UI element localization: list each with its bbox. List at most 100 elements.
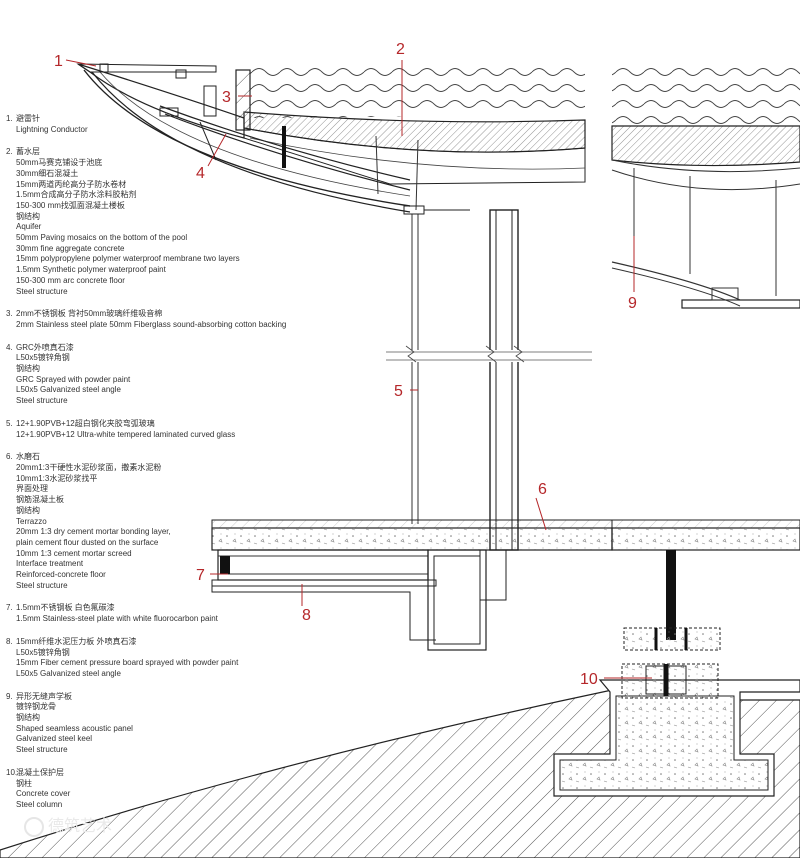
callout-3: 3 <box>222 89 231 106</box>
glass-curtain-wall <box>380 205 600 551</box>
callout-1: 1 <box>54 53 63 70</box>
legend-item-number: 6. <box>6 452 13 462</box>
legend-line: 15mm纤维水泥压力板 外喷真石漆 <box>16 636 137 646</box>
legend-item-number: 3. <box>6 309 13 319</box>
legend-line: 150-300 mm找弧面混凝土楼板 <box>16 200 125 210</box>
legend-line: plain cement flour dusted on the surface <box>16 537 159 547</box>
legend-item-number: 10. <box>6 767 18 777</box>
legend-line: 20mm1:3干硬性水泥砂浆面，撒素水泥粉 <box>16 462 162 472</box>
legend-line: 50mm Paving mosaics on the bottom of the… <box>16 233 188 243</box>
callout-9: 9 <box>628 295 637 312</box>
legend-line: 异形无缝声学板 <box>16 691 72 701</box>
callout-7: 7 <box>196 567 205 584</box>
legend-line: 钢结构 <box>16 364 40 374</box>
water-pool <box>250 68 800 126</box>
watermark-text: 德筑艺术 <box>48 816 113 835</box>
legend-line: 混凝土保护层 <box>16 767 64 777</box>
legend-line: 镀锌钢龙骨 <box>16 702 56 712</box>
legend-line: 15mm两道丙纶高分子防水卷材 <box>16 179 127 189</box>
legend-line: Shaped seamless acoustic panel <box>16 723 133 733</box>
legend-line: 10mm 1:3 cement mortar screed <box>16 548 132 558</box>
legend-item-number: 7. <box>6 603 13 613</box>
legend-line: Steel column <box>16 799 63 809</box>
legend-line: Lightning Conductor <box>16 124 88 134</box>
legend-line: 钢结构 <box>16 505 40 515</box>
watermark-logo-icon <box>24 816 44 837</box>
legend-line: 1.5mm合成高分子防水涂料胶粘剂 <box>16 190 137 200</box>
legend-item-number: 8. <box>6 636 13 646</box>
legend-line: 1.5mm Stainless-steel plate with white f… <box>16 614 218 624</box>
callout-8: 8 <box>302 607 311 624</box>
legend-line: 水磨石 <box>16 452 40 462</box>
watermark: 德筑艺术 <box>24 812 112 837</box>
legend-line: 蓄水层 <box>16 147 40 157</box>
legend-line: L50x5镀锌角钢 <box>16 647 70 657</box>
legend-line: Reinforced-concrete floor <box>16 570 106 580</box>
legend-line: Interface treatment <box>16 559 84 569</box>
legend-item-number: 2. <box>6 147 13 157</box>
legend-line: 50mm马赛克铺设于池底 <box>16 158 103 168</box>
callout-numbers: 1 2 3 4 5 6 7 8 9 10 <box>54 41 637 688</box>
roof-slab <box>203 69 586 185</box>
legend-line: Steel structure <box>16 396 68 406</box>
legend-line: 避雷针 <box>16 114 40 123</box>
floor-slab <box>211 519 800 651</box>
legend-line: 界面处理 <box>16 484 48 494</box>
legend-line: Concrete cover <box>16 789 71 799</box>
legend-item-number: 9. <box>6 691 13 701</box>
legend-line: Terrazzo <box>16 516 47 526</box>
legend-line: 12+1.90PVB+12 Ultra-white tempered lamin… <box>16 429 236 439</box>
legend-line: GRC外喷真石漆 <box>16 342 74 352</box>
cantilever-eave <box>76 63 419 213</box>
legend-line: 30mm fine aggregate concrete <box>16 243 125 253</box>
legend-line: Steel structure <box>16 580 68 590</box>
leader-lines <box>65 59 652 679</box>
legend-line: 钢柱 <box>16 778 32 788</box>
legend-line: Steel structure <box>16 286 68 296</box>
legend-line: 钢结构 <box>16 713 40 723</box>
legend-line: L50x5镀锌角钢 <box>16 353 70 363</box>
legend-line: 15mm Fiber cement pressure board sprayed… <box>16 658 239 668</box>
legend-line: 30mm细石混凝土 <box>16 168 79 178</box>
legend-line: 钢筋混凝土板 <box>16 495 64 505</box>
callout-6: 6 <box>538 481 547 498</box>
callout-4: 4 <box>196 165 205 182</box>
legend-line: 20mm 1:3 dry cement mortar bonding layer… <box>16 527 171 537</box>
legend-line: Steel structure <box>16 745 68 755</box>
legend-line: 12+1.90PVB+12超白钢化夹胶弯弧玻璃 <box>16 418 155 428</box>
legend-line: 15mm polypropylene polymer waterproof me… <box>16 254 240 264</box>
legend-line: Aquifer <box>16 222 42 232</box>
callout-10: 10 <box>580 671 598 688</box>
legend-line: 2mm Stainless steel plate 50mm Fiberglas… <box>16 319 287 329</box>
roof-slab-right <box>611 125 800 309</box>
legend-line: 钢结构 <box>16 211 40 221</box>
legend-item-number: 5. <box>6 418 13 428</box>
callout-5: 5 <box>394 383 403 400</box>
legend-line: 1.5mm Synthetic polymer waterproof paint <box>16 265 166 275</box>
legend-line: L50x5 Galvanized steel angle <box>16 385 121 395</box>
legend-line: L50x5 Galvanized steel angle <box>16 668 121 678</box>
legend-line: Galvanized steel keel <box>16 734 93 744</box>
foundation <box>0 627 800 858</box>
